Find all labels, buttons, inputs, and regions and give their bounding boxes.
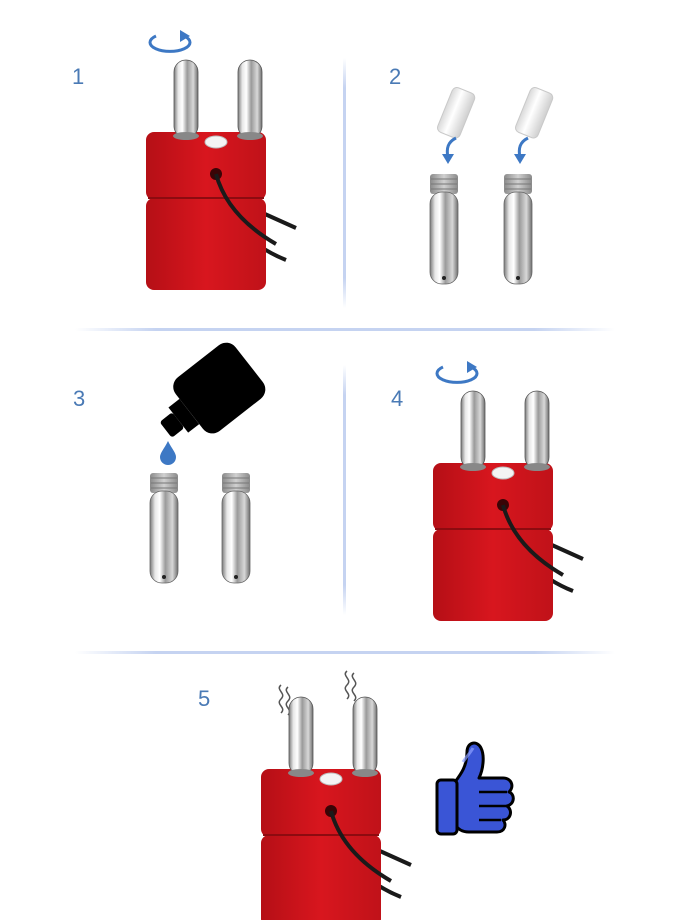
step-number-4: 4 [391,386,404,411]
step-number-3: 3 [73,386,86,411]
electrode-tube-left [149,472,179,584]
cotton-wick-left [437,87,476,139]
electrode-tube-right [221,472,251,584]
electrode-tube-left [429,173,459,285]
cotton-wick-right [515,87,554,139]
down-arrow-icon [514,136,529,164]
step-5-illustration [259,670,413,920]
rotate-arrow-icon [435,359,479,384]
electrode-tube-right [503,173,533,285]
step-1-illustration [144,28,298,292]
step-3-illustration [149,342,266,584]
device-with-electrodes [144,58,298,292]
step-number-5: 5 [198,686,211,711]
vertical-divider-top [343,58,346,308]
steam-icon [344,670,357,702]
step-4-illustration [431,359,585,623]
steam-icon [278,684,291,716]
horizontal-divider-2 [75,651,615,654]
device-with-electrodes [431,389,585,623]
vertical-divider-middle [343,365,346,615]
step-number-2: 2 [389,64,402,89]
liquid-bottle [160,342,266,437]
step-2-illustration [429,87,554,285]
thumbs-up-icon [435,741,515,836]
down-arrow-icon [442,136,457,164]
rotate-arrow-icon [148,28,192,53]
horizontal-divider-1 [75,328,615,331]
device-with-electrodes [259,695,413,920]
step-number-1: 1 [72,64,85,89]
water-drop-icon [160,441,176,465]
